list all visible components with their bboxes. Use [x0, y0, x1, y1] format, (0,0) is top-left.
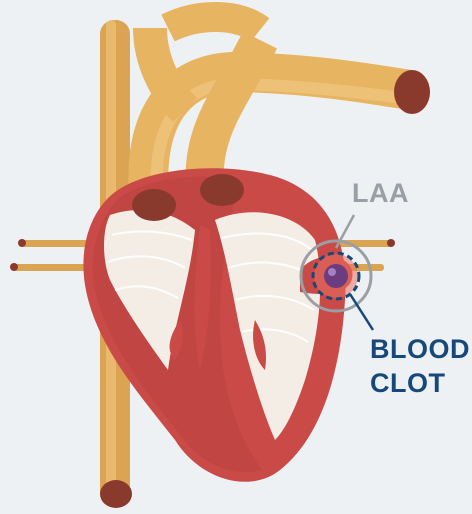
- blood-clot-label-line-1: BLOOD: [370, 336, 470, 363]
- blood-clot-label-line-2: CLOT: [370, 370, 446, 397]
- laa-label: LAA: [352, 180, 409, 207]
